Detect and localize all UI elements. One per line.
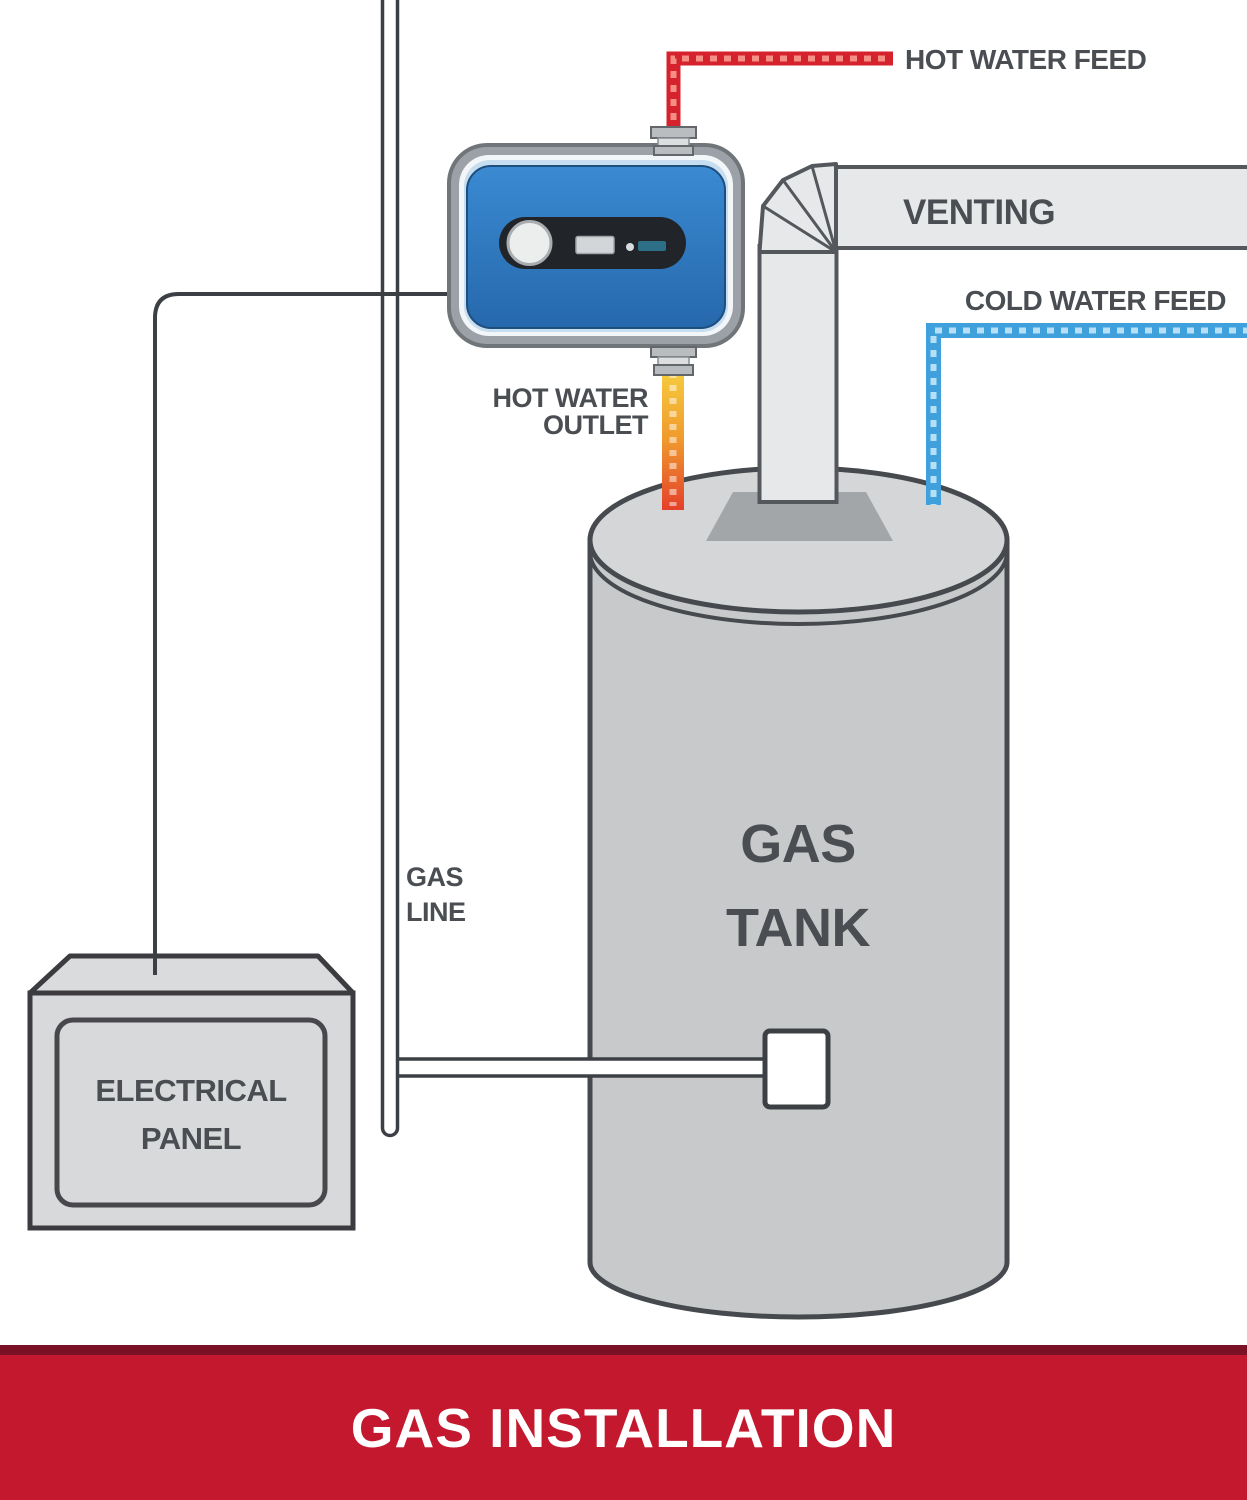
brand-mark-icon (626, 243, 634, 251)
label-hot-water-feed: HOT WATER FEED (905, 44, 1147, 75)
svg-text:TANK: TANK (726, 898, 870, 958)
gas-line-pipe (380, 0, 831, 1138)
tank-lip-seam (588, 551, 1009, 626)
gas-pipe-vertical (380, 0, 400, 1138)
panel-door (54, 1017, 328, 1208)
panel-top-face (27, 953, 356, 996)
diagram-canvas: HOT WATER FEED VENTING COLD WATER FEED H… (27, 0, 1247, 1320)
svg-text:HOT WATER: HOT WATER (493, 383, 648, 413)
label-hot-water-outlet: HOT WATER OUTLET (493, 383, 650, 440)
label-electrical-panel: ELECTRICAL PANEL (95, 1073, 287, 1156)
svg-text:ELECTRICAL: ELECTRICAL (95, 1073, 286, 1108)
svg-text:GAS: GAS (740, 814, 856, 874)
label-cold-water-feed: COLD WATER FEED (965, 285, 1226, 316)
hot-water-outlet-pipe (662, 368, 684, 510)
vent-duct-horizontal (834, 165, 1247, 250)
bottom-pipe-fitting (650, 346, 697, 376)
panel-front-face (27, 990, 356, 1231)
top-pipe-fitting (650, 126, 697, 156)
water-heater-unit (447, 143, 745, 348)
svg-text:LINE: LINE (406, 897, 466, 927)
svg-text:PANEL: PANEL (141, 1121, 241, 1156)
vent-elbow-facets (762, 165, 838, 254)
svg-text:OUTLET: OUTLET (543, 410, 649, 440)
gas-pipe-branch (390, 1057, 774, 1078)
electrical-wire (153, 292, 455, 975)
venting-duct (757, 162, 1247, 504)
hot-water-feed-pipe (666, 51, 893, 152)
banner-title: GAS INSTALLATION (350, 1396, 897, 1459)
label-gas-tank: GAS TANK (726, 814, 871, 958)
vent-flange (706, 492, 893, 541)
tank-body (587, 537, 1010, 1320)
svg-text:GAS: GAS (406, 862, 463, 892)
title-banner: GAS INSTALLATION (0, 1345, 1247, 1500)
label-venting: VENTING (903, 193, 1055, 232)
control-knob[interactable] (506, 220, 553, 266)
tank-gas-port (762, 1028, 831, 1110)
label-gas-line: GAS LINE (406, 862, 466, 927)
brand-wordmark (638, 241, 666, 251)
gas-tank (587, 465, 1010, 1320)
vent-pipe-vertical (757, 244, 839, 504)
electrical-panel (27, 953, 356, 1231)
cold-water-pipe (926, 323, 1247, 505)
unit-display (575, 235, 615, 255)
